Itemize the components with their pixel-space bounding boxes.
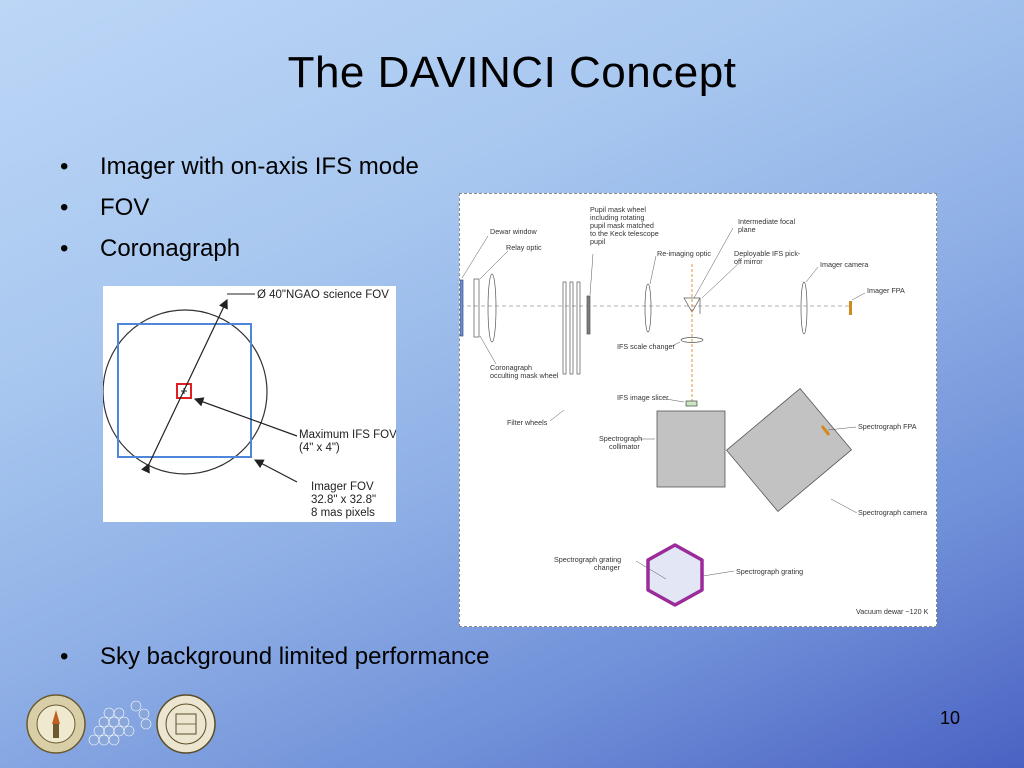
collimator-block	[656, 410, 726, 488]
grating-changer-hexagon	[646, 543, 704, 607]
caltech-seal-logo	[26, 694, 86, 754]
ifs-scale-changer-element	[680, 337, 704, 343]
imager-fpa-element	[849, 301, 852, 315]
bullet-item: Imager with on-axis IFS mode	[58, 146, 419, 187]
pupil-mask-label: Pupil mask wheel	[590, 205, 646, 214]
pupil-mask-label: pupil mask matched	[590, 221, 654, 230]
ifs-image-slicer-label: IFS image slicer	[617, 393, 669, 402]
spectrograph-fpa-element	[820, 425, 831, 436]
uc-seal-logo	[156, 694, 216, 754]
spectrograph-fpa-label: Spectrograph FPA	[858, 422, 917, 431]
pupil-mask-label: to the Keck telescope	[590, 229, 659, 238]
science-fov-circle	[102, 309, 268, 475]
diameter-arrow	[141, 298, 228, 474]
collimator-label: collimator	[609, 442, 640, 451]
imager-fov-label: 8 mas pixels	[311, 507, 375, 519]
filter-wheel	[569, 281, 574, 375]
intermediate-focal-label: Intermediate focal	[738, 217, 796, 226]
filter-wheel	[562, 281, 567, 375]
bullet-item: FOV	[58, 187, 419, 228]
pupil-mask-element	[586, 295, 591, 335]
science-fov-label: Ø 40"NGAO science FOV	[257, 289, 389, 301]
pupil-mask-label: including rotating	[590, 213, 644, 222]
bullet-item: Coronagraph	[58, 228, 419, 269]
imager-camera-lens	[800, 281, 808, 335]
spectrograph-grating-label: Spectrograph grating	[736, 567, 803, 576]
ifs-scale-changer-label: IFS scale changer	[617, 342, 676, 351]
bullet-list-bottom: Sky background limited performance	[58, 636, 490, 677]
ifs-fov-label: Maximum IFS FOV	[299, 429, 396, 441]
collimator-label: Spectrograph	[599, 434, 642, 443]
spectrograph-camera-block	[725, 387, 853, 513]
reimaging-lens	[644, 283, 652, 333]
grating-changer-label: Spectrograph grating	[554, 555, 621, 564]
keck-hexagon-logo	[88, 700, 152, 746]
imager-fpa-label: Imager FPA	[867, 286, 905, 295]
dewar-window-label: Dewar window	[490, 227, 538, 236]
logo-strip	[26, 694, 218, 754]
optics-layout: Pupil mask wheel including rotating pupi…	[459, 205, 929, 616]
spectrograph-camera-label: Spectrograph camera	[858, 508, 927, 517]
filter-wheel	[576, 281, 581, 375]
filter-wheels-label: Filter wheels	[507, 418, 548, 427]
fov-diagram: Ø 40"NGAO science FOV Maximum IFS FOV (4…	[102, 289, 397, 519]
imager-fov-label: Imager FOV	[311, 481, 374, 493]
relay-lens	[487, 273, 497, 343]
deployable-ifs-label: off mirror	[734, 257, 763, 266]
pickoff-mirror	[683, 297, 701, 313]
dewar-window-element	[459, 279, 464, 337]
grating-changer-label: changer	[594, 563, 621, 572]
pupil-mask-label: pupil	[590, 237, 606, 246]
vacuum-dewar-label: Vacuum dewar ~120 K	[856, 607, 929, 616]
ifs-slicer-element	[685, 400, 698, 407]
fov-figure: Ø 40"NGAO science FOV Maximum IFS FOV (4…	[102, 286, 397, 522]
imager-fov-label: 32.8" x 32.8"	[311, 494, 376, 506]
relay-optic-element	[473, 278, 480, 338]
page-number: 10	[940, 708, 961, 728]
bullet-item: Sky background limited performance	[58, 636, 490, 677]
relay-optic-label: Relay optic	[506, 243, 542, 252]
coronagraph-label: Coronagraph	[490, 363, 532, 372]
optics-diagram: Pupil mask wheel including rotating pupi…	[459, 193, 937, 627]
coronagraph-label: occulting mask wheel	[490, 371, 559, 380]
ifs-arrow	[193, 397, 298, 437]
imager-camera-label: Imager camera	[820, 260, 868, 269]
ifs-fov-label: (4" x 4")	[299, 442, 340, 454]
deployable-ifs-label: Deployable IFS pick-	[734, 249, 801, 258]
bullet-list-top: Imager with on-axis IFS mode FOV Coronag…	[58, 146, 419, 269]
imager-arrow	[253, 459, 298, 483]
intermediate-focal-label: plane	[738, 225, 756, 234]
slide-title: The DAVINCI Concept	[287, 48, 737, 97]
reimaging-optic-label: Re-imaging optic	[657, 249, 711, 258]
